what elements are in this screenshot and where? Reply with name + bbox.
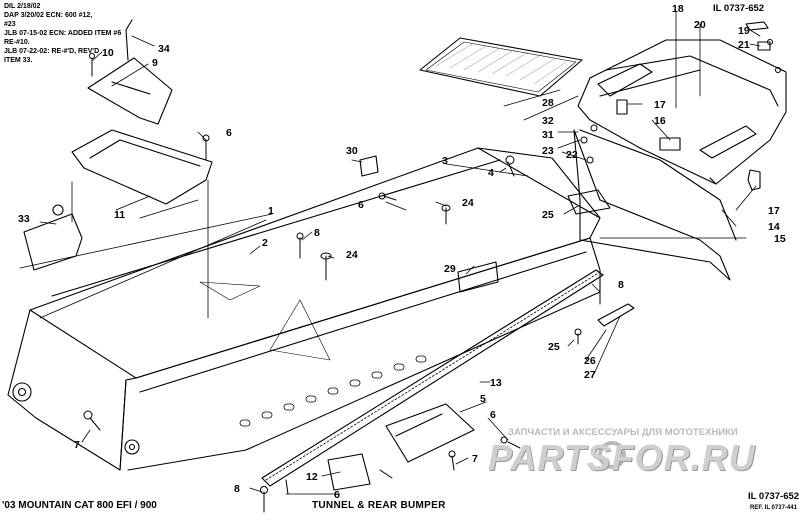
callout-25b: 25 [548,341,560,353]
callout-29: 29 [444,263,456,275]
callout-10: 10 [102,47,114,59]
rear-bumper-assembly [573,21,787,281]
revision-note: DIL 2/18/02 [4,3,41,10]
leader-lines [19,11,761,495]
strip-26 [597,303,635,327]
callout-32: 32 [542,115,554,127]
decal-29 [457,261,499,293]
callout-25a: 25 [542,209,554,221]
model-name: '03 MOUNTAIN CAT 800 EFI / 900 [2,500,157,511]
callout-7b: 7 [472,453,478,465]
bracket-25 [567,189,611,215]
callout-26: 26 [584,355,596,367]
watermark-logo: PARTSFOR.RU [488,437,756,478]
callout-8a: 8 [314,227,320,239]
callout-9: 9 [152,57,158,69]
watermark-gear-icon [598,441,626,469]
callout-17a: 17 [654,99,666,111]
callout-24b: 24 [346,249,358,261]
callout-8b: 8 [618,279,624,291]
tray-11 [71,129,213,205]
callout-20: 20 [694,19,706,31]
bracket-5 [385,403,475,463]
callout-6a: 6 [226,127,232,139]
callout-24a: 24 [462,197,474,209]
callout-17b: 17 [768,205,780,217]
revision-note: JLB 07-22-02: RE-#'D, REV'D [4,48,100,55]
flap-28 [419,37,583,97]
callout-5: 5 [480,393,486,405]
heat-shield-9 [87,19,173,125]
callout-18: 18 [672,3,684,15]
callout-1: 1 [268,205,274,217]
plate-12 [327,453,371,491]
callout-2: 2 [262,237,268,249]
callout-15: 15 [774,233,786,245]
callout-6b: 6 [358,199,364,211]
callout-23: 23 [542,145,554,157]
revision-note: JLB 07-15-02 ECN: ADDED ITEM #6 [4,30,122,37]
callout-34: 34 [158,43,170,55]
revision-note: #23 [4,21,16,28]
callout-7a: 7 [74,439,80,451]
callout-8c: 8 [234,483,240,495]
callout-31: 31 [542,129,554,141]
callout-21: 21 [738,39,750,51]
callout-14: 14 [768,221,780,233]
callout-12: 12 [306,471,318,483]
callout-13: 13 [490,377,502,389]
callout-16: 16 [654,115,666,127]
callout-30: 30 [346,145,358,157]
illustration-number-bottom: IL 0737-652 [748,491,800,502]
callout-28: 28 [542,97,554,109]
revision-note: DAP 3/20/02 ECN: 600 #12, [4,12,93,19]
callout-6d: 6 [334,489,340,501]
callout-numbers: 1 2 3 4 5 6 6 6 6 7 7 8 8 8 9 10 11 12 1… [18,3,786,501]
tunnel-assembly [7,147,601,471]
callout-22: 22 [566,149,578,161]
fasteners [83,39,781,513]
cover-33 [23,204,83,271]
revision-notes: DIL 2/18/02 DAP 3/20/02 ECN: 600 #12, #2… [4,2,121,65]
callout-6c: 6 [490,409,496,421]
revision-note: ITEM 33. [4,57,33,64]
callout-3: 3 [442,155,448,167]
reference-number: REF. IL 0737-441 [750,505,797,511]
illustration-number-top: IL 0737-652 [713,3,765,14]
rail-13 [261,269,604,487]
watermark-subtitle: ЗАПЧАСТИ И АКСЕССУАРЫ ДЛЯ МОТОТЕХНИКИ [508,427,738,438]
callout-4: 4 [488,167,494,179]
callout-11: 11 [114,209,125,221]
diagram-title: TUNNEL & REAR BUMPER [312,500,446,511]
callout-27: 27 [584,369,596,381]
callout-19: 19 [738,25,750,37]
callout-33: 33 [18,213,30,225]
label-30 [359,155,379,177]
revision-note: RE-#10. [4,39,30,46]
